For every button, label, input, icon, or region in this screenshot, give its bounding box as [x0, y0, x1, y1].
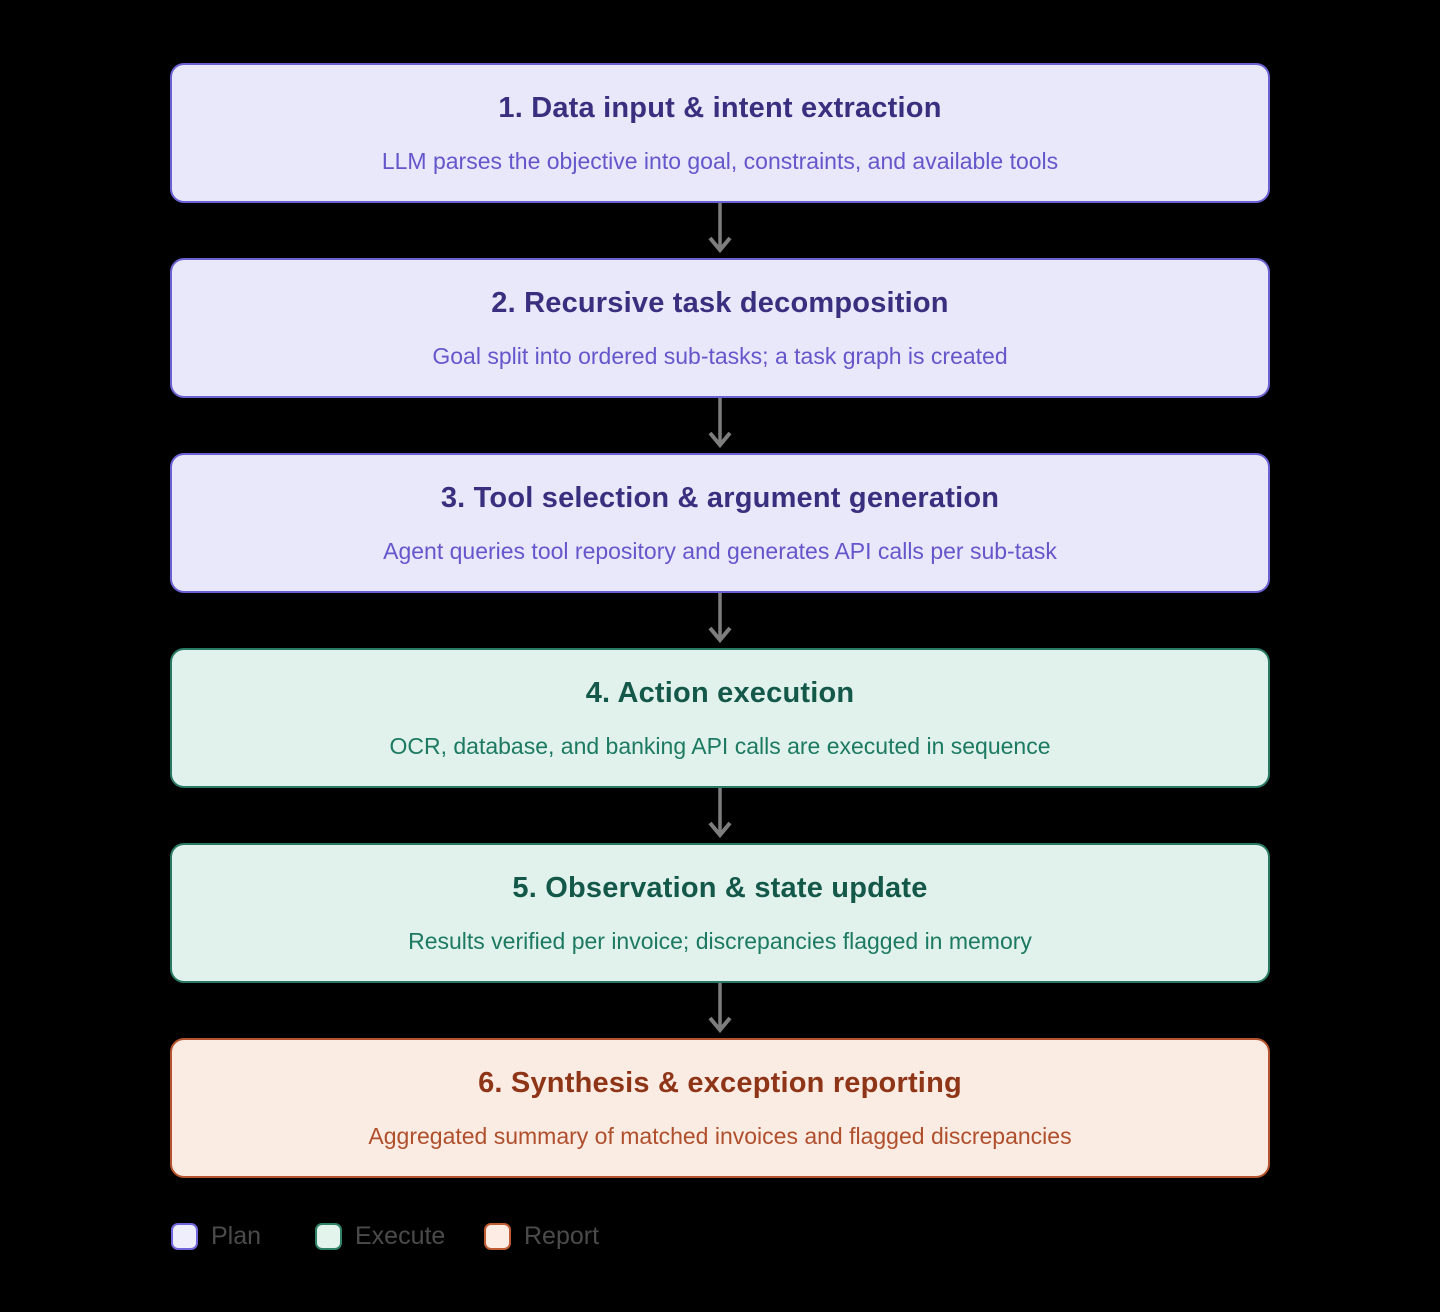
step-subtitle: LLM parses the objective into goal, cons… [381, 147, 1059, 174]
legend-item-execute: Execute [315, 1222, 445, 1251]
step-subtitle: Goal split into ordered sub-tasks; a tas… [432, 342, 1008, 369]
step-subtitle: Aggregated summary of matched invoices a… [368, 1122, 1072, 1149]
step-card-6: 6. Synthesis & exception reporting Aggre… [170, 1038, 1270, 1178]
arrow-down-icon [708, 203, 732, 254]
step-title: 1. Data input & intent extraction [498, 91, 942, 124]
legend-item-report: Report [484, 1222, 599, 1251]
arrow-down-icon [708, 398, 732, 449]
legend: Plan Execute Report [171, 1222, 771, 1256]
arrow-down-icon [708, 788, 732, 839]
step-card-3: 3. Tool selection & argument generation … [170, 453, 1270, 593]
step-title: 5. Observation & state update [512, 871, 928, 904]
report-color-swatch [484, 1223, 511, 1250]
step-title: 3. Tool selection & argument generation [440, 481, 1000, 514]
arrow-down-icon [708, 593, 732, 644]
step-card-4: 4. Action execution OCR, database, and b… [170, 648, 1270, 788]
step-subtitle: OCR, database, and banking API calls are… [389, 732, 1051, 759]
step-title: 4. Action execution [585, 676, 855, 709]
step-title: 2. Recursive task decomposition [491, 286, 949, 319]
step-subtitle: Agent queries tool repository and genera… [383, 537, 1057, 564]
flow-arrow-5 [170, 983, 1270, 1038]
legend-label: Execute [355, 1222, 446, 1250]
flow-arrow-2 [170, 398, 1270, 453]
flow-arrow-4 [170, 788, 1270, 843]
step-card-5: 5. Observation & state update Results ve… [170, 843, 1270, 983]
legend-label: Report [524, 1222, 600, 1250]
flowchart: 1. Data input & intent extraction LLM pa… [170, 63, 1270, 1178]
flow-arrow-1 [170, 203, 1270, 258]
legend-item-plan: Plan [171, 1222, 261, 1251]
step-title: 6. Synthesis & exception reporting [478, 1066, 962, 1099]
step-subtitle: Results verified per invoice; discrepanc… [408, 927, 1032, 954]
legend-label: Plan [211, 1222, 262, 1250]
execute-color-swatch [315, 1223, 342, 1250]
flow-arrow-3 [170, 593, 1270, 648]
plan-color-swatch [171, 1223, 198, 1250]
step-card-1: 1. Data input & intent extraction LLM pa… [170, 63, 1270, 203]
arrow-down-icon [708, 983, 732, 1034]
step-card-2: 2. Recursive task decomposition Goal spl… [170, 258, 1270, 398]
